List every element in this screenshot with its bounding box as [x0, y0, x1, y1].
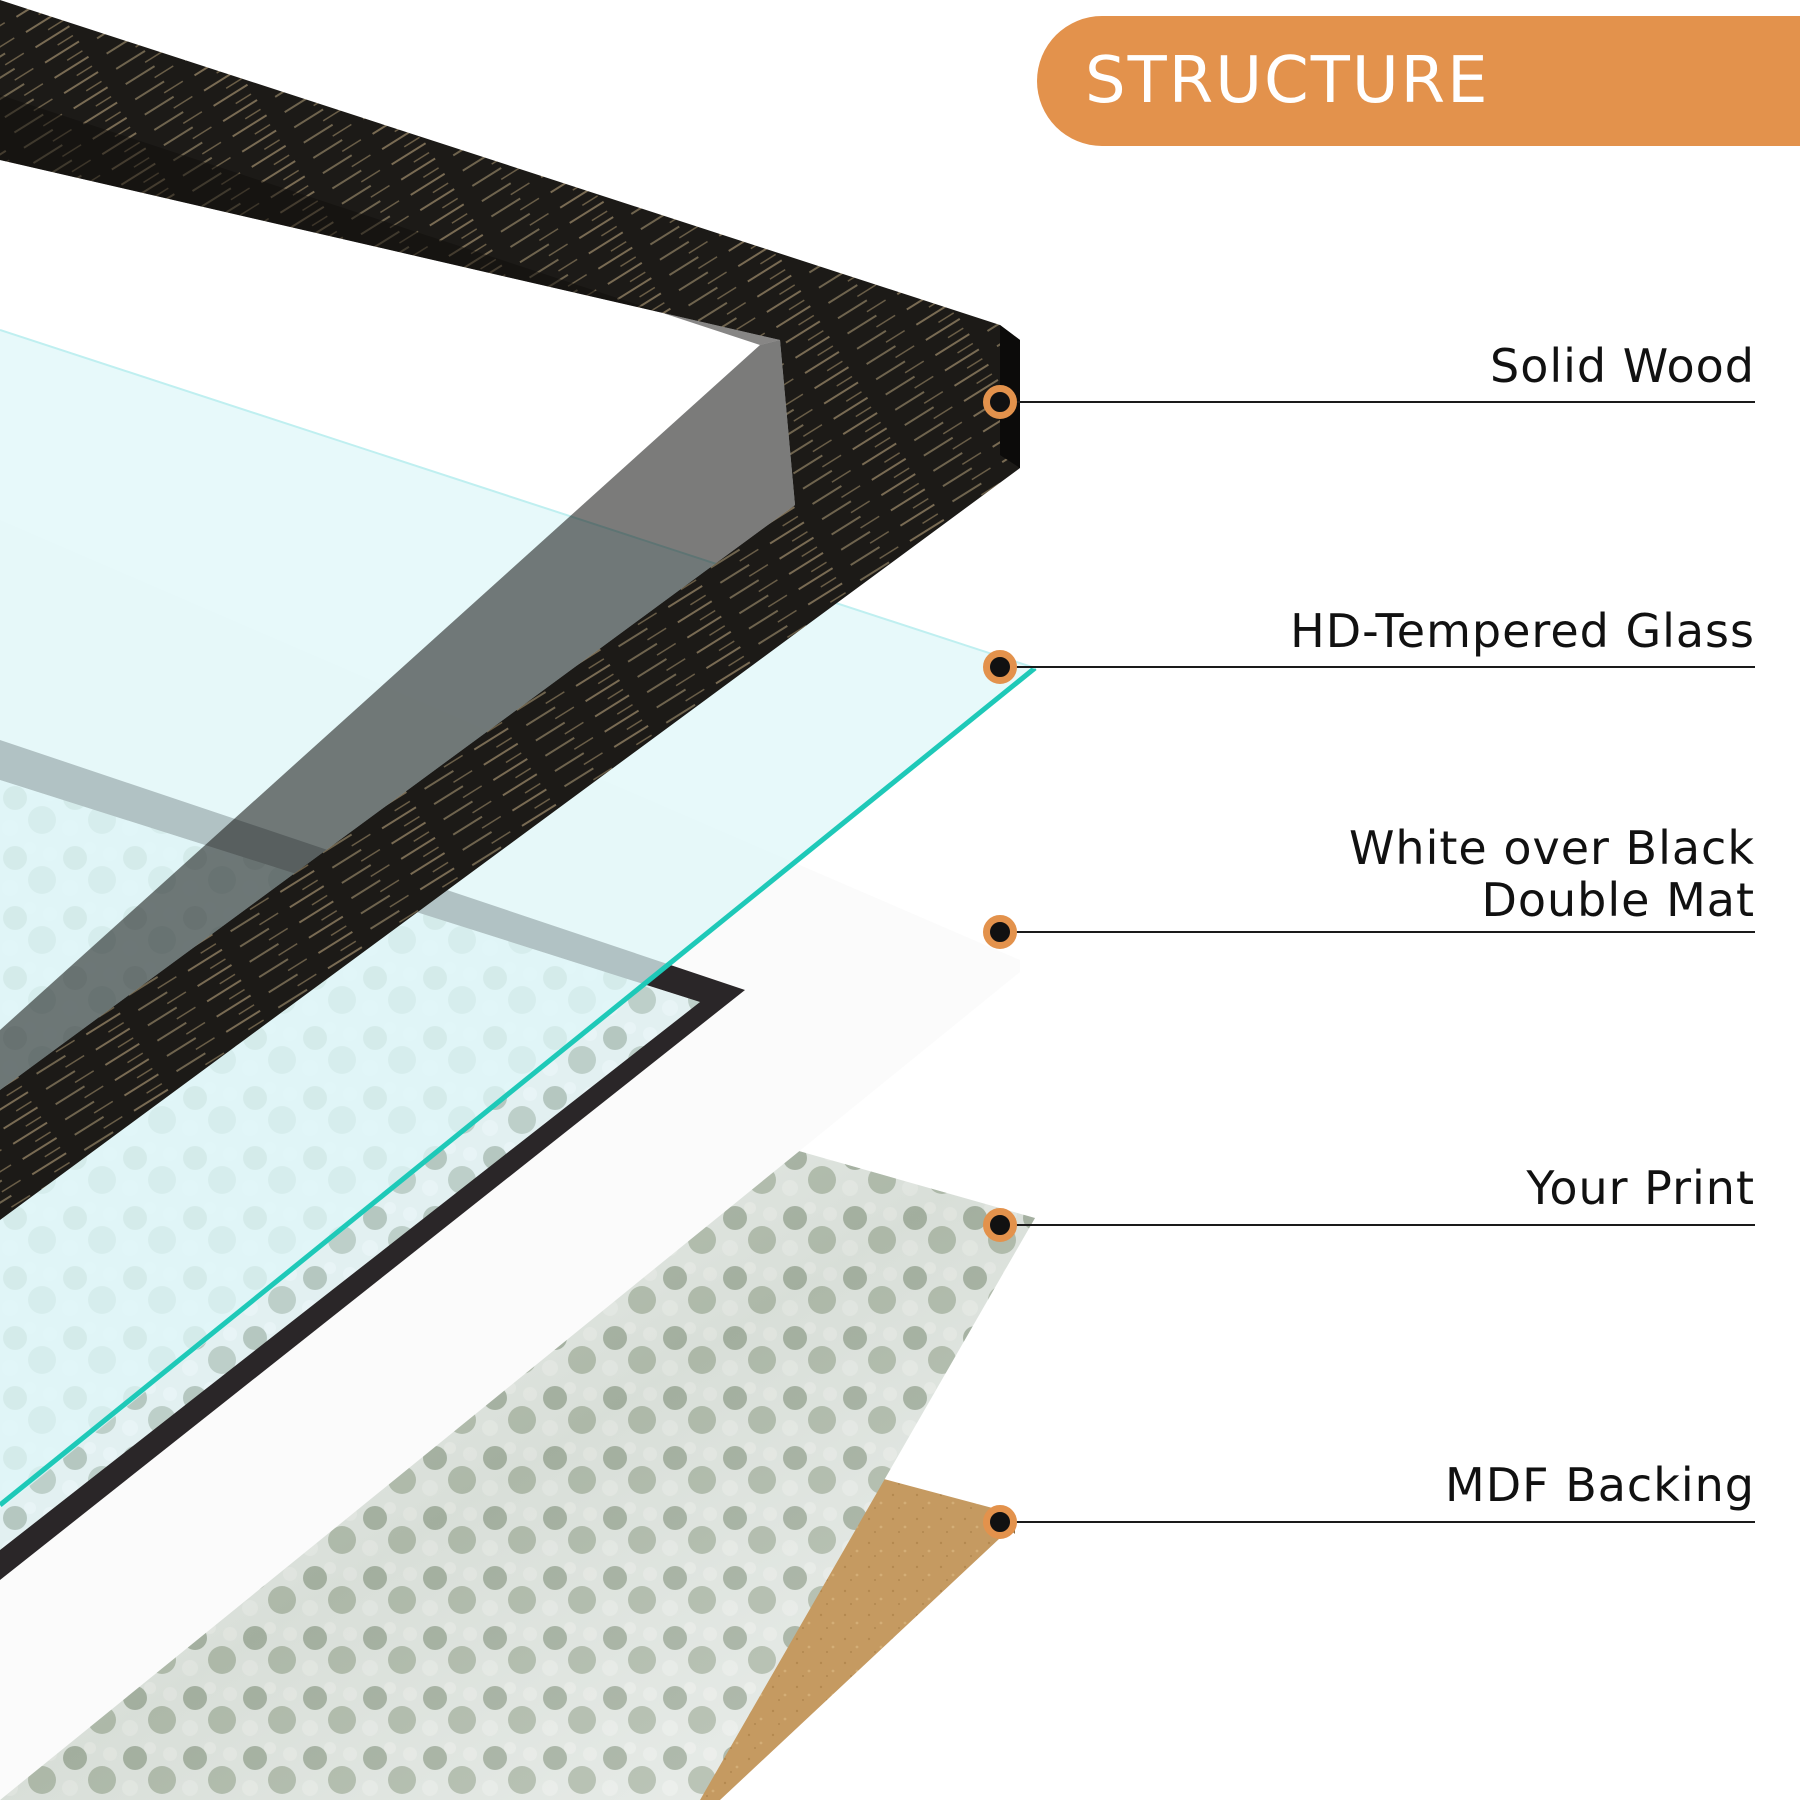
leader-line-double-mat — [1000, 931, 1755, 933]
label-text: Your Print — [1526, 1161, 1755, 1215]
label-mdf-backing: MDF Backing — [1445, 1459, 1755, 1511]
label-text: MDF Backing — [1445, 1458, 1755, 1512]
label-tempered-glass: HD-Tempered Glass — [1290, 605, 1755, 657]
glass-edge — [0, 666, 1037, 1507]
callout-dot-your-print — [983, 1208, 1017, 1242]
label-text-line1: White over Black — [1348, 821, 1755, 875]
label-your-print: Your Print — [1526, 1162, 1755, 1214]
label-text: Solid Wood — [1490, 339, 1755, 393]
callout-dot-solid-wood — [983, 385, 1017, 419]
label-text: HD-Tempered Glass — [1290, 604, 1755, 658]
callout-dot-mdf-backing — [983, 1505, 1017, 1539]
label-solid-wood: Solid Wood — [1490, 340, 1755, 392]
banner-title: STRUCTURE — [1085, 44, 1490, 118]
leader-line-solid-wood — [1000, 401, 1755, 403]
leader-line-your-print — [1000, 1224, 1755, 1226]
solid-wood-frame — [0, 0, 1020, 1220]
label-text-line2: Double Mat — [1481, 873, 1755, 927]
leader-line-tempered-glass — [1000, 666, 1755, 668]
callout-dot-double-mat — [983, 915, 1017, 949]
callout-dot-tempered-glass — [983, 650, 1017, 684]
label-double-mat: White over Black Double Mat — [1349, 822, 1755, 926]
leader-line-mdf-backing — [1000, 1521, 1755, 1523]
structure-banner: STRUCTURE — [1037, 16, 1800, 146]
